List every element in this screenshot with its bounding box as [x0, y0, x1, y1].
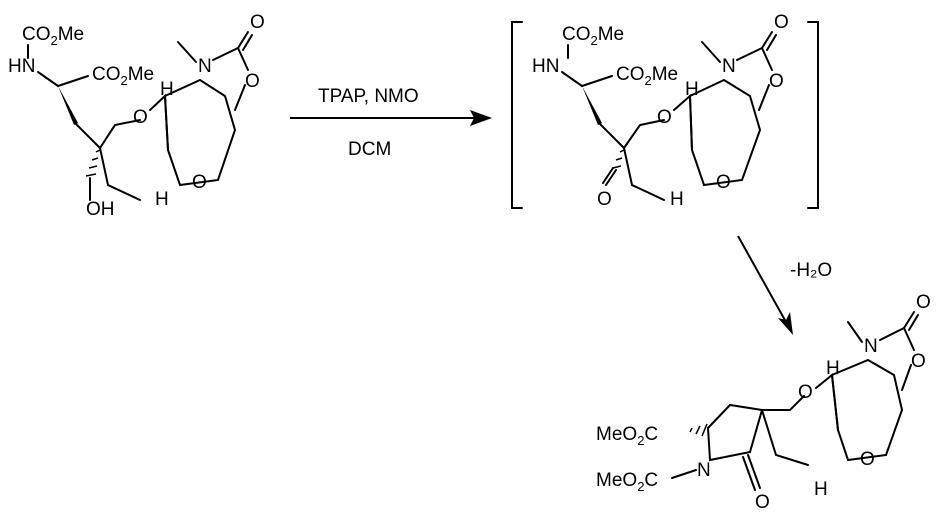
label-co2me: CO2Me — [22, 24, 84, 48]
label-o: O — [716, 172, 731, 193]
carbonyl-bond — [742, 454, 761, 491]
label-meo2c: MeO2C — [596, 470, 658, 494]
reaction-arrow-2: -H₂O — [737, 235, 832, 335]
label-o: O — [657, 107, 672, 128]
label-o: O — [755, 492, 770, 513]
label-co2me: CO2Me — [562, 24, 624, 48]
label-meo2c: MeO2C — [596, 424, 658, 448]
bond — [561, 71, 583, 87]
label-o: O — [774, 12, 789, 33]
hashed-bond — [689, 423, 708, 437]
reaction-arrow-1: TPAP, NMO DCM — [290, 86, 492, 160]
starting-material: CO2Me HN CO2Me O OH H H O N O O — [8, 12, 265, 220]
label-hn: HN — [8, 56, 35, 77]
label-n: N — [722, 56, 736, 77]
label-n: N — [697, 460, 711, 481]
label-oh: OH — [86, 199, 115, 220]
bond — [879, 311, 919, 341]
bond — [830, 358, 904, 462]
bond — [177, 41, 197, 63]
label-h: H — [670, 189, 684, 210]
label-o: O — [597, 189, 612, 210]
bond — [99, 119, 141, 201]
bond — [847, 321, 863, 343]
bond — [75, 123, 101, 149]
label-co2me-ester: CO2Me — [92, 64, 154, 88]
label-o: O — [860, 449, 875, 470]
bond — [758, 84, 770, 111]
label-o: O — [798, 382, 813, 403]
label-h: H — [160, 79, 174, 100]
label-h: H — [685, 79, 699, 100]
bond — [212, 31, 253, 61]
bond — [707, 403, 764, 462]
reagents-label: TPAP, NMO — [318, 86, 419, 107]
label-o: O — [911, 351, 926, 372]
wedge-bond — [58, 86, 78, 125]
bond — [761, 47, 773, 71]
bond — [901, 364, 912, 391]
bond — [57, 75, 89, 87]
solvent-label: DCM — [348, 139, 391, 160]
label-n: N — [864, 336, 878, 357]
label-h: H — [814, 479, 828, 500]
label-h: H — [826, 358, 840, 379]
label-o: O — [133, 107, 148, 128]
label-h: H — [155, 189, 169, 210]
bond — [903, 327, 915, 351]
bond — [599, 123, 625, 149]
condition-label: -H₂O — [790, 260, 832, 281]
right-bracket — [807, 21, 819, 209]
aldehyde-bond — [602, 167, 617, 186]
bond — [701, 41, 721, 63]
bond — [37, 71, 59, 87]
bond — [761, 395, 809, 466]
hashed-bond — [85, 149, 101, 177]
bond — [237, 47, 249, 71]
bond — [688, 78, 762, 187]
label-o: O — [916, 292, 931, 313]
left-bracket — [511, 21, 523, 209]
label-hn: HN — [532, 56, 559, 77]
label-o: O — [769, 71, 784, 92]
bond — [163, 78, 237, 187]
bond — [581, 75, 613, 87]
label-o: O — [245, 71, 260, 92]
bond — [736, 31, 777, 61]
label-n: N — [198, 56, 212, 77]
label-co2me-ester: CO2Me — [616, 64, 678, 88]
hashed-bond — [612, 149, 625, 169]
label-o: O — [250, 12, 265, 33]
bond — [623, 119, 665, 201]
bond — [671, 469, 697, 479]
bond — [234, 84, 246, 111]
product: MeO2C N MeO2C O O H H O N O O — [596, 292, 931, 513]
wedge-bond — [582, 86, 602, 125]
intermediate: CO2Me HN CO2Me O O H H O N O O — [511, 12, 819, 210]
label-o: O — [192, 172, 207, 193]
